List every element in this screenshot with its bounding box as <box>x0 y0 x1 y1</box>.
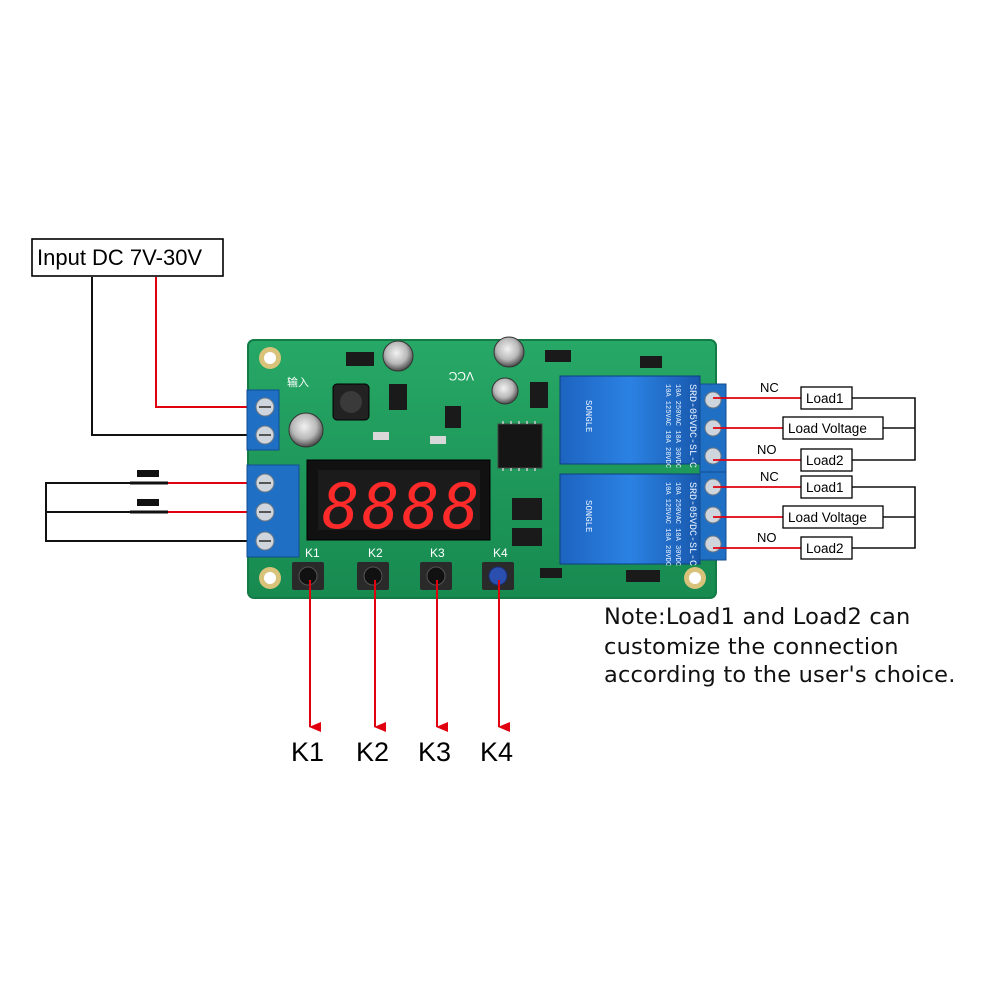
key-arrows: K1 K2 K3 K4 <box>291 580 513 767</box>
relay-2-rating-1: 10A 250VAC 10A 30VDC <box>673 482 681 566</box>
relay-1-brand: SONGLE <box>583 400 593 432</box>
relay-1-model: SRD-05VDC-SL-C <box>686 384 697 468</box>
vcc-silkscreen: VCC <box>448 369 474 383</box>
relay-2-voltage: Load Voltage <box>788 510 867 525</box>
note-line-2: customize the connection <box>604 634 899 660</box>
push-switch-2-icon <box>130 499 168 514</box>
relay-2: SRD-05VDC-SL-C 10A 250VAC 10A 30VDC 10A … <box>559 473 701 566</box>
input-silkscreen: 输入 <box>287 375 309 389</box>
note-line-1: Note:Load1 and Load2 can <box>604 604 911 630</box>
relay-1-voltage: Load Voltage <box>788 421 867 436</box>
key-label-k1: K1 <box>291 737 324 767</box>
capacitor-icon <box>288 336 525 448</box>
mounting-hole-icon <box>259 347 706 589</box>
relay-2-load-top: Load1 <box>806 480 844 495</box>
relay-1: SRD-05VDC-SL-C 10A 250VAC 10A 30VDC 10A … <box>559 375 701 468</box>
smd-components-icon <box>346 350 662 582</box>
relay-2-nc-label: NC <box>760 469 779 484</box>
switch-wiring-group <box>45 470 266 542</box>
relay-1-load-bottom: Load2 <box>806 453 844 468</box>
microcontroller-icon <box>497 423 543 469</box>
input-wire-positive <box>155 277 266 408</box>
display-digit-2: 8 <box>362 470 399 543</box>
relay-1-rating-1: 10A 250VAC 10A 30VDC <box>673 384 681 468</box>
input-wire-negative <box>91 277 266 436</box>
display-digit-1: 8 <box>322 470 359 543</box>
switch-terminal-block <box>246 464 300 558</box>
key-label-k2: K2 <box>356 737 389 767</box>
tactile-button-k3[interactable] <box>420 562 452 590</box>
board-label-k2: K2 <box>368 546 383 560</box>
relay-2-terminal-block <box>699 471 727 561</box>
relay-1-rating-2: 10A 125VAC 10A 28VDC <box>663 384 671 468</box>
relay-1-no-label: NO <box>757 442 777 457</box>
key-label-k4: K4 <box>480 737 513 767</box>
relay-2-load-bottom: Load2 <box>806 541 844 556</box>
board-label-k3: K3 <box>430 546 445 560</box>
input-power-group: Input DC 7V-30V <box>31 238 266 436</box>
input-label-box <box>31 238 224 277</box>
display-digit-3: 8 <box>402 470 439 543</box>
push-switch-1-icon <box>130 470 168 485</box>
relay-2-rating-2: 10A 125VAC 10A 28VDC <box>663 482 671 566</box>
board-label-k4: K4 <box>493 546 508 560</box>
pcb-board: 输入 <box>246 336 727 599</box>
seven-segment-display: 8 8 8 8 <box>306 459 491 543</box>
relay-2-model: SRD-05VDC-SL-C <box>686 482 697 566</box>
relay-1-nc-label: NC <box>760 380 779 395</box>
key-label-k3: K3 <box>418 737 451 767</box>
tactile-button-k2[interactable] <box>357 562 389 590</box>
relay-1-load-top: Load1 <box>806 391 844 406</box>
tactile-button-k1[interactable] <box>292 562 324 590</box>
input-label: Input DC 7V-30V <box>37 245 202 270</box>
input-terminal-block: 输入 <box>246 375 309 451</box>
display-digit-4: 8 <box>442 470 479 543</box>
relay-2-wiring: NC NO Load1 Load Voltage Load2 <box>713 469 916 560</box>
relay-1-wiring: NC NO Load1 Load Voltage Load2 <box>713 380 916 472</box>
board-label-k1: K1 <box>305 546 320 560</box>
relay-2-brand: SONGLE <box>583 500 593 532</box>
relay-2-no-label: NO <box>757 530 777 545</box>
tactile-button-k4[interactable] <box>482 562 514 590</box>
note-line-3: according to the user's choice. <box>604 662 956 688</box>
